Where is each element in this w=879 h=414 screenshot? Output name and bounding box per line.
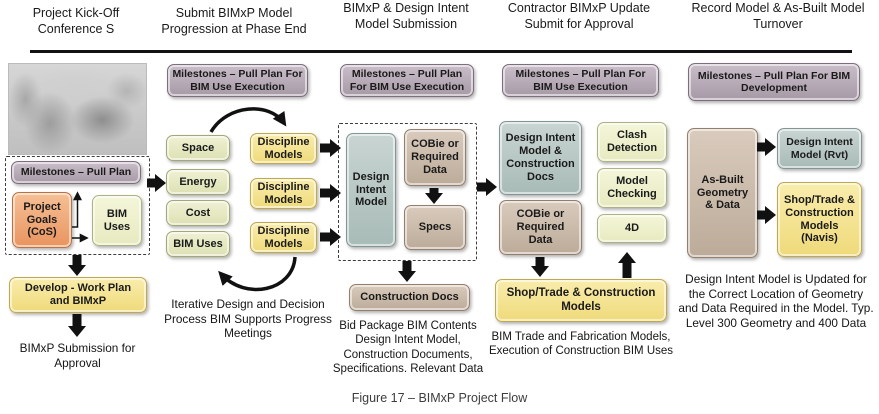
project-goals-box: Project Goals (CoS) <box>12 192 72 248</box>
iteration-bottom-curve-arrow <box>218 256 297 292</box>
milestones-pull-plan-box: Milestones – Pull Plan <box>11 161 141 184</box>
bim-uses-box: BIM Uses <box>92 195 142 246</box>
milestones-bim-development-box: Milestones – Pull Plan For BIM Developme… <box>688 63 860 101</box>
asbuilt-to-rvt-arrow <box>757 138 776 156</box>
design-intent-model-rvt-box: Design Intent Model (Rvt) <box>777 128 862 169</box>
specs-box: Specs <box>404 205 466 250</box>
bimxp-submission-text: BIMxP Submission for Approval <box>19 341 136 370</box>
iterative-design-text: Iterative Design and Decision Process BI… <box>164 297 332 341</box>
phase-header-design-intent-submission: BIMxP & Design Intent Model Submission <box>343 1 469 31</box>
cobie-to-shop-trade-arrow <box>531 257 549 277</box>
construction-docs-box: Construction Docs <box>349 284 470 311</box>
milestones-bim-use-box-2: Milestones – Pull Plan For BIM Use Execu… <box>167 64 308 97</box>
shop-trade-construction-models-box: Shop/Trade & Construction Models <box>495 279 667 322</box>
asbuilt-to-navis-arrow <box>757 206 776 224</box>
cobie-required-data-box-2: COBie or Required Data <box>499 200 582 255</box>
cost-box: Cost <box>166 200 230 226</box>
shop-trade-models-navis-box: Shop/Trade & Construction Models (Navis) <box>777 182 862 257</box>
header-divider-line <box>30 50 852 53</box>
develop-work-plan-box: Develop - Work Plan and BIMxP <box>9 277 147 313</box>
bid-package-text: Bid Package BIM Contents Design Intent M… <box>332 320 484 376</box>
phase-header-contractor-update: Contractor BIMxP Update Submit for Appro… <box>507 1 651 31</box>
kickoff-meeting-photo <box>8 63 147 155</box>
clash-detection-box: Clash Detection <box>597 122 667 162</box>
figure-caption: Figure 17 – BIMxP Project Flow <box>351 391 528 405</box>
space-box: Space <box>166 135 230 161</box>
as-built-geometry-data-box: As-Built Geometry & Data <box>687 128 758 258</box>
fourd-box: 4D <box>597 214 667 243</box>
col3-to-col4-arrow <box>477 178 497 196</box>
planning-dashed-group <box>5 156 150 255</box>
design-intent-updated-text: Design Intent Model is Updated for the C… <box>678 272 874 331</box>
phase-header-submit-progression: Submit BIMxP Model Progression at Phase … <box>161 6 307 36</box>
kickoff-down-arrow-1 <box>68 255 86 276</box>
bim-uses-box-2: BIM Uses <box>166 231 230 257</box>
bim-trade-fabrication-text: BIM Trade and Fabrication Models, Execut… <box>488 331 674 358</box>
design-intent-construction-docs-box: Design Intent Model & Construction Docs <box>499 121 582 195</box>
milestones-bim-use-box-4: Milestones – Pull Plan For BIM Use Execu… <box>502 64 659 97</box>
discipline-models-box-2: Discipline Models <box>250 178 317 209</box>
shop-trade-to-4d-arrow <box>618 252 636 278</box>
milestones-bim-use-box-3: Milestones – Pull Plan For BIM Use Execu… <box>340 64 474 97</box>
to-construction-docs-arrow <box>398 261 416 282</box>
phase-header-kickoff: Project Kick-Off Conference S <box>32 6 120 36</box>
model-checking-box: Model Checking <box>597 168 667 208</box>
cobie-required-data-box: COBie or Required Data <box>404 129 466 186</box>
kickoff-down-arrow-2 <box>68 314 86 337</box>
iteration-top-curve-arrow <box>209 107 287 133</box>
design-intent-model-box: Design Intent Model <box>346 133 396 247</box>
discipline-models-box-1: Discipline Models <box>250 133 317 164</box>
energy-box: Energy <box>166 169 230 195</box>
discipline-models-box-3: Discipline Models <box>250 222 317 253</box>
phase-header-record-model: Record Model & As-Built Model Turnover <box>691 1 865 31</box>
